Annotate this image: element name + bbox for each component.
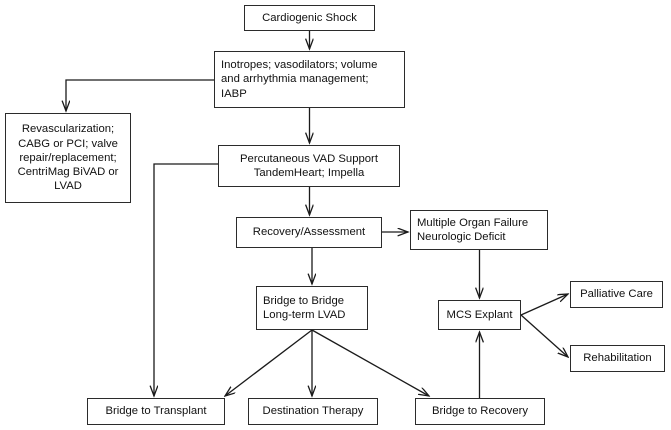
node-label: Bridge to Bridge Long-term LVAD — [263, 294, 346, 321]
node-label: Cardiogenic Shock — [262, 11, 357, 24]
edge-bridge-to-transplant-edge — [225, 329, 313, 396]
node-destination-therapy[interactable]: Destination Therapy — [248, 398, 378, 425]
edge-pvad-to-transplant — [154, 163, 218, 396]
node-revascularization[interactable]: Revascularization; CABG or PCI; valve re… — [5, 113, 131, 203]
node-label: Recovery/Assessment — [252, 226, 366, 239]
node-label: Palliative Care — [580, 288, 653, 301]
node-label: Inotropes; vasodilators; volume and arrh… — [221, 59, 378, 100]
node-label: Bridge to Recovery — [431, 405, 529, 418]
node-recovery-assessment[interactable]: Recovery/Assessment — [236, 217, 382, 248]
node-mcs-explant[interactable]: MCS Explant — [438, 300, 521, 330]
node-label: Revascularization; CABG or PCI; valve re… — [17, 123, 119, 193]
node-multiple-organ-failure[interactable]: Multiple Organ Failure Neurologic Defici… — [410, 210, 548, 250]
node-medical-management[interactable]: Inotropes; vasodilators; volume and arrh… — [214, 51, 405, 108]
node-label: Percutaneous VAD Support TandemHeart; Im… — [240, 152, 378, 179]
node-cardiogenic-shock[interactable]: Cardiogenic Shock — [244, 5, 375, 31]
edge-bridge-to-recovery-edge — [311, 329, 429, 396]
edge-explant-to-rehabilitation — [520, 314, 568, 357]
node-label: Rehabilitation — [583, 352, 652, 365]
node-bridge-to-recovery[interactable]: Bridge to Recovery — [415, 398, 545, 425]
node-label: Destination Therapy — [262, 405, 364, 418]
node-percutaneous-vad-support[interactable]: Percutaneous VAD Support TandemHeart; Im… — [218, 145, 400, 187]
node-label: Multiple Organ Failure Neurologic Defici… — [417, 216, 529, 243]
node-bridge-to-bridge[interactable]: Bridge to Bridge Long-term LVAD — [256, 286, 368, 330]
node-rehabilitation[interactable]: Rehabilitation — [570, 345, 665, 372]
edge-medical-to-revascularization — [66, 79, 214, 111]
node-palliative-care[interactable]: Palliative Care — [570, 281, 663, 308]
edge-explant-to-palliative — [520, 294, 568, 316]
node-label: MCS Explant — [446, 308, 513, 321]
node-label: Bridge to Transplant — [105, 405, 207, 418]
node-bridge-to-transplant[interactable]: Bridge to Transplant — [87, 398, 225, 425]
